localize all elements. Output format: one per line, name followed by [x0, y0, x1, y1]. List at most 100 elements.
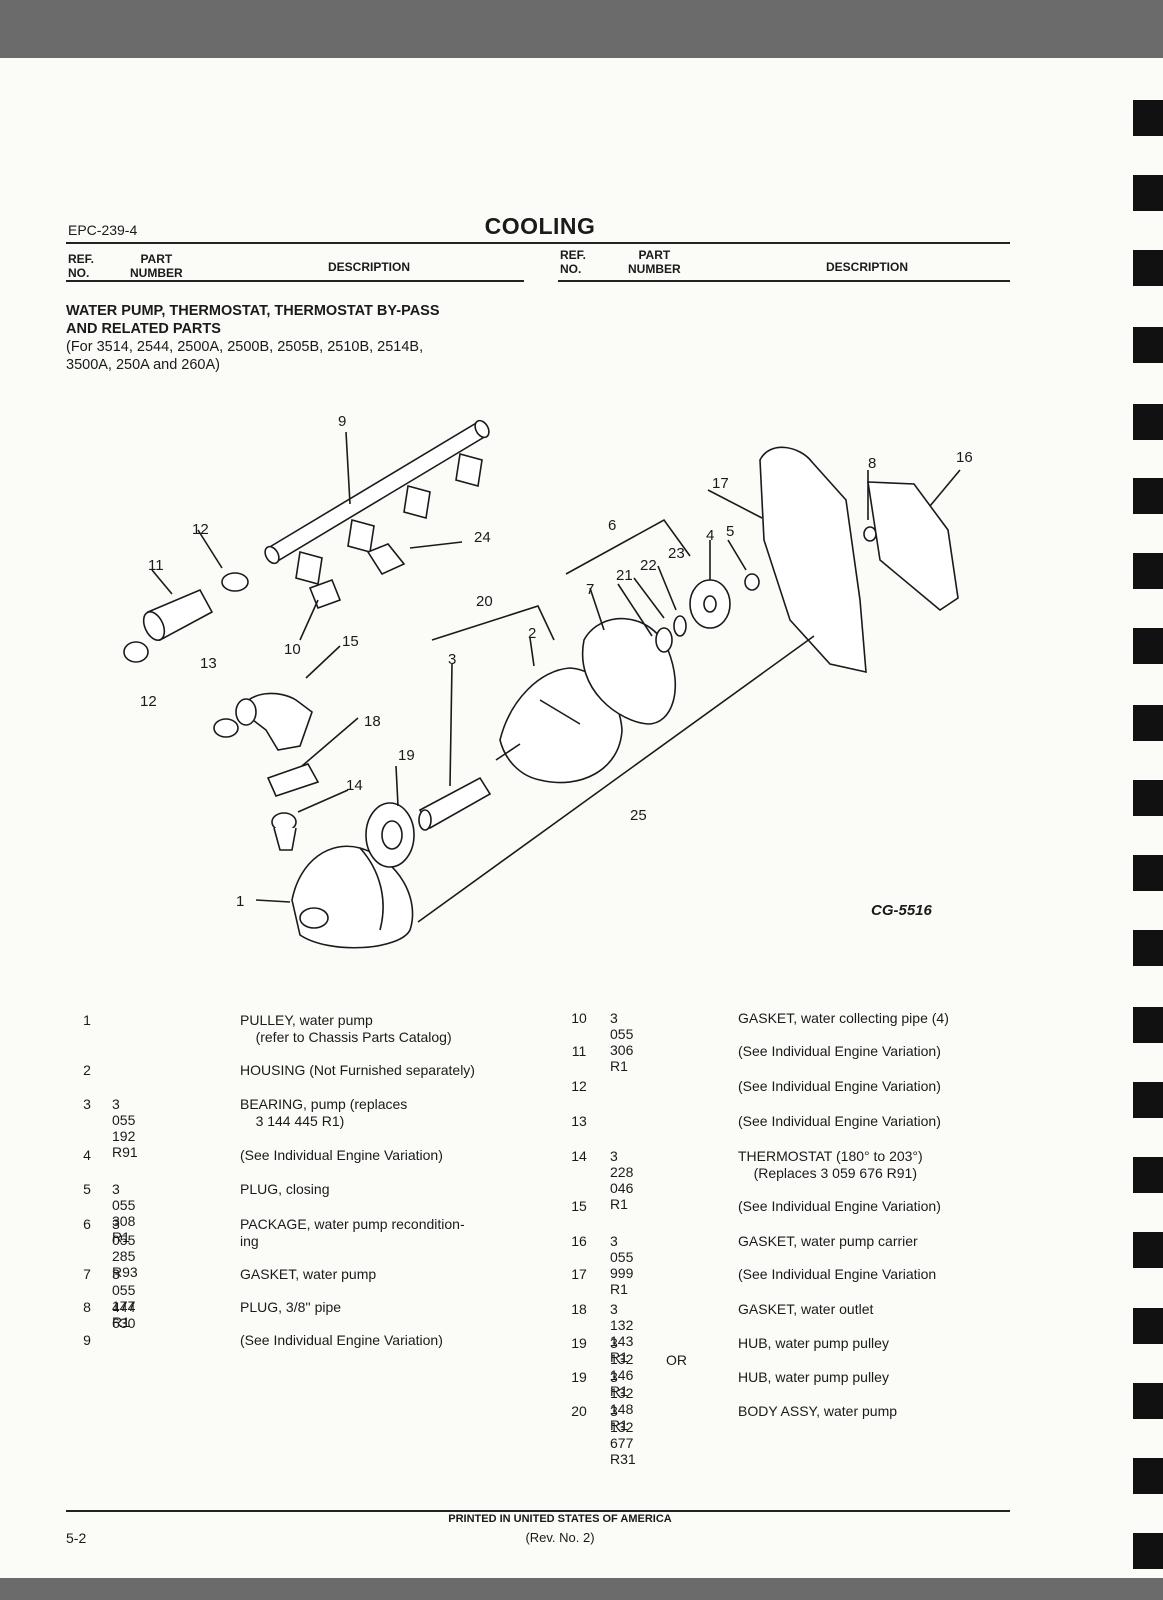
catalog-page [0, 58, 1163, 1578]
part-description: (See Individual Engine Variation) [738, 1198, 941, 1214]
clamp-part [221, 572, 249, 592]
figure-code: CG-5516 [871, 902, 932, 919]
binder-tab [1133, 100, 1163, 136]
seal-part [673, 615, 687, 637]
callout-label: 20 [476, 593, 493, 610]
callout-label: 6 [608, 517, 616, 534]
header-rule-right [558, 280, 1010, 282]
part-description: GASKET, water collecting pipe (4) [738, 1010, 949, 1026]
binder-tab [1133, 780, 1163, 816]
callout-label: 11 [148, 557, 164, 574]
part-description: GASKET, water outlet [738, 1301, 874, 1317]
ref-number: 19 [571, 1335, 587, 1351]
ref-number: 15 [571, 1198, 587, 1214]
callout-label: 2 [528, 625, 536, 642]
clamp-part [123, 641, 149, 663]
callout-label: 7 [586, 581, 594, 598]
callout-label: 18 [364, 713, 381, 730]
binder-tab [1133, 628, 1163, 664]
ref-number: 19 [571, 1369, 587, 1385]
binder-tab [1133, 855, 1163, 891]
hub-part [365, 802, 415, 868]
housing-part [495, 667, 623, 784]
part-number: 3 055 308 R1 [112, 1181, 136, 1245]
water-outlet-part [235, 692, 313, 751]
part-number: 3 132 677 R31 [610, 1403, 636, 1467]
part-description: PACKAGE, water pump recondition- ing [240, 1216, 465, 1249]
ref-number: 12 [571, 1078, 587, 1094]
binder-tab [1133, 327, 1163, 363]
part-number: 3 055 285 R93 [112, 1216, 138, 1280]
gasket-part [308, 578, 342, 610]
carrier-part [759, 446, 867, 674]
scanner-background-bottom [0, 1578, 1163, 1600]
impeller-part [689, 579, 731, 629]
part-description: PLUG, closing [240, 1181, 330, 1197]
ref-number: 20 [571, 1403, 587, 1419]
part-description: THERMOSTAT (180° to 203°) (Replaces 3 05… [738, 1148, 923, 1181]
part-number: 3 228 046 R1 [610, 1148, 634, 1212]
binder-tab [1133, 1157, 1163, 1193]
callout-label: 12 [192, 521, 209, 538]
gasket-part [266, 763, 320, 797]
callout-label: 13 [200, 655, 217, 672]
callout-label: 10 [284, 641, 301, 658]
part-description: (See Individual Engine Variation) [738, 1043, 941, 1059]
ref-number: 4 [83, 1147, 91, 1163]
plug-part [863, 526, 877, 542]
page-number: 5-2 [66, 1530, 87, 1546]
part-description: (See Individual Engine Variation) [240, 1332, 443, 1348]
callout-label: 17 [712, 475, 729, 492]
group-bracket [417, 635, 815, 923]
ref-number: 7 [83, 1266, 91, 1282]
footer-rule [66, 1510, 1010, 1512]
callout-label: 19 [398, 747, 415, 764]
scanner-background-top [0, 0, 1163, 58]
section-title-line1: WATER PUMP, THERMOSTAT, THERMOSTAT BY-PA… [66, 303, 440, 319]
gasket-part [867, 481, 959, 611]
ref-number: 11 [571, 1043, 587, 1059]
binder-tab [1133, 1533, 1163, 1569]
col-desc-header-left: DESCRIPTION [328, 260, 411, 274]
binder-tab [1133, 1383, 1163, 1419]
callout-label: 14 [346, 777, 363, 794]
pulley-part [291, 845, 414, 949]
col-desc-header-right: DESCRIPTION [826, 260, 909, 274]
part-description: (See Individual Engine Variation) [738, 1078, 941, 1094]
part-description: HUB, water pump pulley [738, 1335, 889, 1351]
plug-part [744, 573, 760, 591]
ref-number: 6 [83, 1216, 91, 1232]
part-number: 3 055 192 R91 [112, 1096, 138, 1160]
header-rule-left [66, 280, 524, 282]
group-bracket [565, 518, 691, 575]
hose-part [142, 588, 214, 642]
part-description: (See Individual Engine Variation [738, 1266, 937, 1282]
printed-note: PRINTED IN UNITED STATES OF AMERICA [448, 1513, 672, 1525]
ref-number: 2 [83, 1062, 91, 1078]
callout-label: 24 [474, 529, 491, 546]
binder-tab [1133, 1458, 1163, 1494]
thermostat-part [271, 812, 297, 851]
part-number: 3 132 146 R1 [610, 1335, 634, 1399]
callout-label: 5 [726, 523, 734, 540]
part-number: 3 055 999 R1 [610, 1233, 634, 1297]
binder-tab [1133, 1007, 1163, 1043]
callout-label: 23 [668, 545, 685, 562]
part-number: 3 055 306 R1 [610, 1010, 634, 1074]
section-applies-line1: (For 3514, 2544, 2500A, 2500B, 2505B, 25… [66, 339, 424, 355]
ref-number: 10 [571, 1010, 587, 1026]
col-part-header-right: PART NUMBER [628, 248, 681, 276]
callout-label: 25 [630, 807, 647, 824]
part-description: BODY ASSY, water pump [738, 1403, 898, 1419]
part-number: 3 132 143 R1 [610, 1301, 634, 1365]
section-title-line2: AND RELATED PARTS [66, 321, 221, 337]
part-number: 444 630 [112, 1299, 136, 1331]
binder-tab [1133, 175, 1163, 211]
callout-label: 9 [338, 413, 346, 430]
ref-number: 1 [83, 1012, 91, 1028]
part-description: BEARING, pump (replaces 3 144 445 R1) [240, 1096, 408, 1129]
binder-tab [1133, 705, 1163, 741]
binder-tab [1133, 1232, 1163, 1268]
